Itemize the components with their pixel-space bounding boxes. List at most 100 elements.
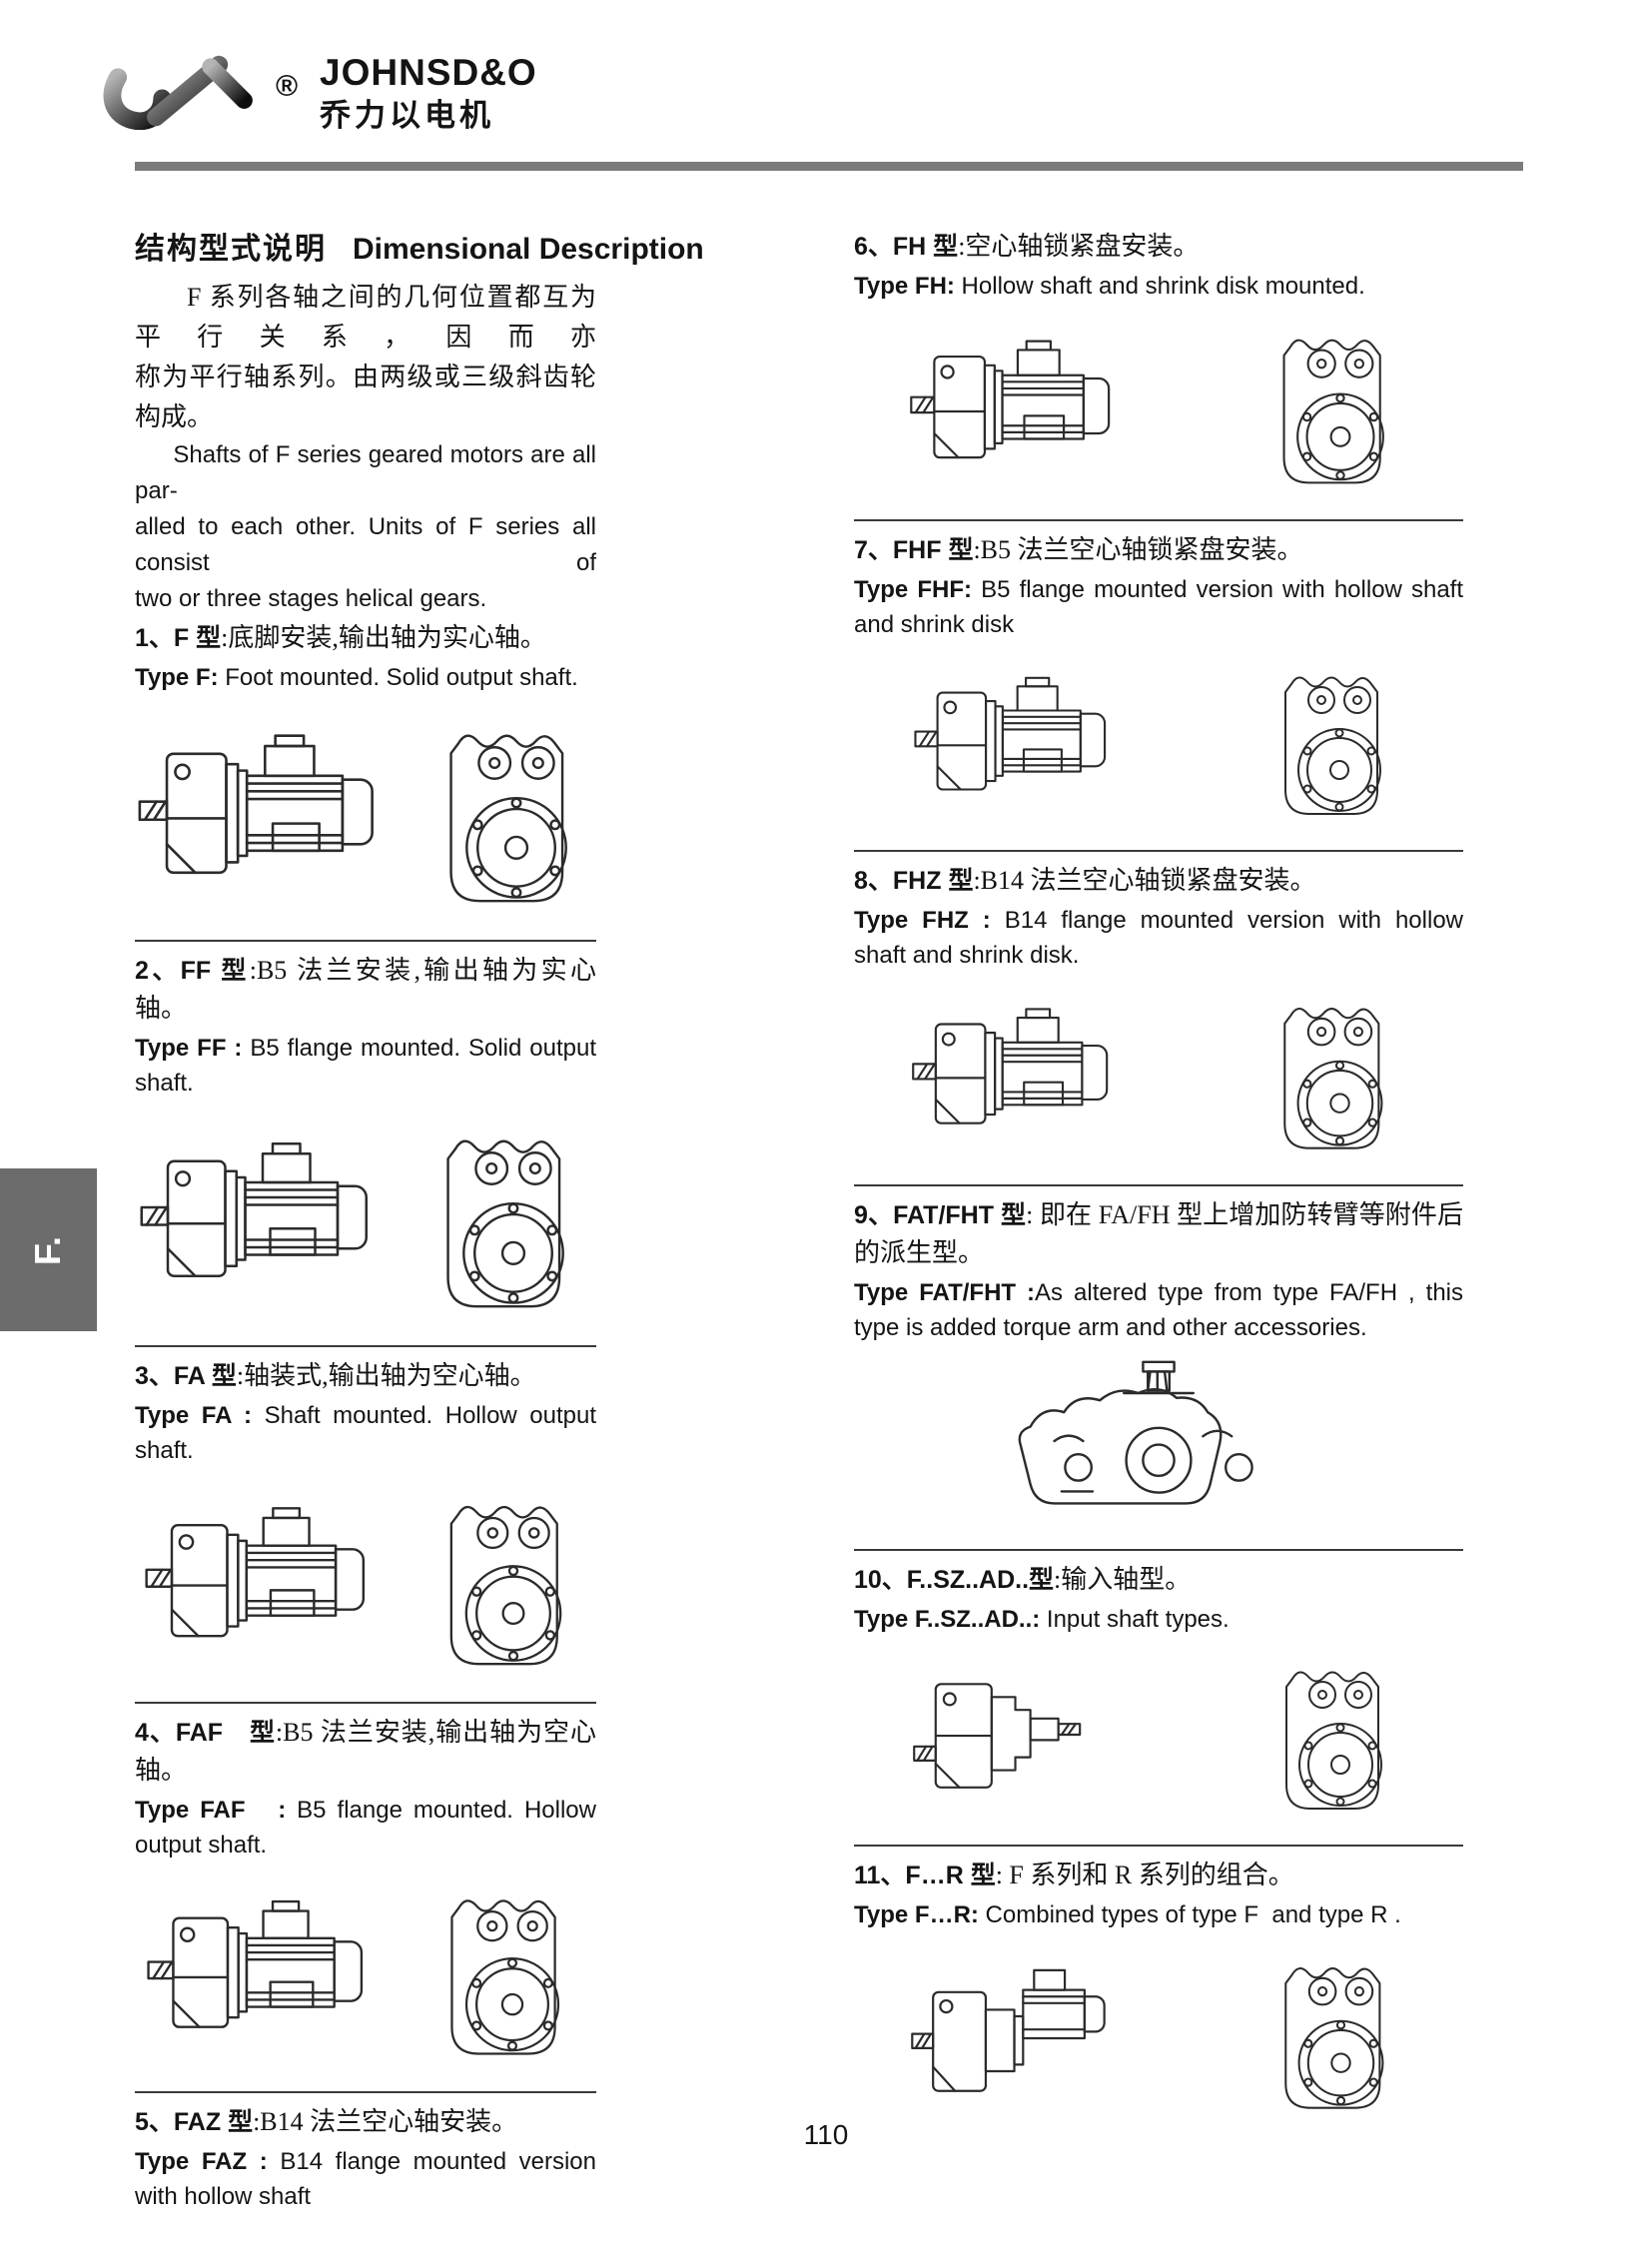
section-heading-cn: 9、FAT/FHT 型: 即在 FA/FH 型上增加防转臂等附件后的派生型。	[854, 1196, 1463, 1272]
page-title-chinese: 结构型式说明	[135, 233, 327, 266]
section-desc-en: B5 flange mounted. Solid output shaft.	[135, 1035, 603, 1097]
intro-paragraph-cn-line2: 称为平行轴系列。由两级或三级斜齿轮构成。	[135, 363, 596, 431]
section-label-en: Type FH:	[854, 273, 955, 300]
section-desc-cn: :B5 法兰安装,输出轴为空心轴。	[135, 1718, 596, 1785]
section-label-en: Type FAF :	[135, 1797, 287, 1824]
type-faf-side-view-drawing	[147, 1899, 363, 2028]
right-column: 6、FH 型:空心轴锁紧盘安装。 Type FH: Hollow shaft a…	[854, 226, 1463, 2128]
section-desc-en: Hollow shaft and shrink disk mounted.	[954, 273, 1365, 300]
section-heading-cn: 6、FH 型:空心轴锁紧盘安装。	[854, 228, 1463, 266]
section-divider	[135, 1702, 596, 1704]
type-fh-side-view-drawing	[910, 340, 1111, 458]
intro-paragraph-en-line2: alled to each other. Units of F series a…	[135, 513, 596, 576]
section-label-en: Type F..SZ..AD..:	[854, 1606, 1041, 1633]
section-desc-en: B14 flange mounted version with hollow s…	[135, 2148, 603, 2210]
section-heading-en: Type FH: Hollow shaft and shrink disk mo…	[854, 269, 1463, 304]
registered-trademark-icon: ®	[276, 70, 299, 103]
section-heading-en: Type FAF : B5 flange mounted. Hollow out…	[135, 1793, 596, 1863]
type-fhz-side-view-drawing	[912, 1008, 1109, 1124]
intro-paragraph-en-line1: Shafts of F series geared motors are all…	[135, 441, 596, 504]
type-f-r-front-view-drawing	[1284, 1967, 1384, 2109]
section-heading-cn: 8、FHZ 型:B14 法兰空心轴锁紧盘安装。	[854, 862, 1463, 900]
section-type-fat-fht: 9、FAT/FHT 型: 即在 FA/FH 型上增加防转臂等附件后的派生型。 T…	[854, 1196, 1463, 1533]
section-heading-en: Type FF : B5 flange mounted. Solid outpu…	[135, 1031, 596, 1101]
section-label-cn: 3、FA 型	[135, 1362, 237, 1390]
section-label-cn: 8、FHZ 型	[854, 867, 974, 895]
section-desc-en: B14 flange mounted version with hollow s…	[854, 907, 1470, 969]
section-heading-cn: 3、FA 型:轴装式,输出轴为空心轴。	[135, 1357, 596, 1395]
section-heading-en: Type F…R: Combined types of type F and t…	[854, 1897, 1463, 1932]
section-heading-en: Type F..SZ..AD..: Input shaft types.	[854, 1602, 1463, 1637]
section-desc-cn: : 即在 FA/FH 型上增加防转臂等附件后的派生型。	[854, 1200, 1463, 1267]
type-ff-front-view-drawing	[446, 1139, 564, 1308]
brand-name-chinese: 乔力以电机	[320, 98, 494, 133]
section-heading-en: Type F: Foot mounted. Solid output shaft…	[135, 660, 596, 695]
section-desc-cn: : F 系列和 R 系列的组合。	[995, 1861, 1294, 1889]
section-label-cn: 4、FAF 型	[135, 1719, 276, 1747]
section-label-en: Type FAT/FHT :	[854, 1279, 1036, 1306]
section-label-en: Type FF :	[135, 1035, 243, 1062]
section-divider	[135, 1345, 596, 1347]
section-type-f: 1、F 型:底脚安装,输出轴为实心轴。 Type F: Foot mounted…	[135, 619, 596, 924]
type-faf-drawings	[135, 1863, 596, 2075]
section-heading-cn: 5、FAZ 型:B14 法兰空心轴安装。	[135, 2103, 596, 2141]
section-heading-en: Type FA : Shaft mounted. Hollow output s…	[135, 1398, 596, 1468]
section-heading-en: Type FAZ : B14 flange mounted version wi…	[135, 2144, 596, 2214]
type-fa-drawings	[135, 1468, 596, 1686]
section-desc-cn: :B5 法兰空心轴锁紧盘安装。	[973, 535, 1303, 564]
type-f-r-combined-drawing	[911, 1968, 1106, 2092]
type-fhf-front-view-drawing	[1283, 676, 1381, 815]
section-type-faz: 5、FAZ 型:B14 法兰空心轴安装。 Type FAZ : B14 flan…	[135, 2103, 596, 2241]
type-faz-drawings	[135, 2214, 596, 2241]
section-type-fh: 6、FH 型:空心轴锁紧盘安装。 Type FH: Hollow shaft a…	[854, 228, 1463, 503]
type-fa-side-view-drawing	[144, 1506, 365, 1637]
section-heading-en: Type FHF: B5 flange mounted version with…	[854, 572, 1463, 642]
section-label-en: Type F…R:	[854, 1901, 979, 1928]
type-fh-drawings	[854, 304, 1463, 503]
header-divider	[135, 162, 1523, 171]
section-desc-cn: :B14 法兰空心轴锁紧盘安装。	[973, 866, 1316, 895]
section-desc-en: As altered type from type FA/FH , this t…	[854, 1279, 1470, 1341]
type-fh-front-view-drawing	[1282, 339, 1384, 484]
type-fsz-ad-input-shaft-drawing	[913, 1683, 1082, 1789]
section-type-fsz-ad: 10、F..SZ..AD..型:输入轴型。 Type F..SZ..AD..: …	[854, 1561, 1463, 1829]
section-type-fhz: 8、FHZ 型:B14 法兰空心轴锁紧盘安装。 Type FHZ : B14 f…	[854, 862, 1463, 1168]
section-desc-cn: :输入轴型。	[1054, 1565, 1192, 1594]
type-faf-front-view-drawing	[450, 1899, 560, 2055]
section-divider	[854, 850, 1463, 852]
type-fhf-drawings	[854, 642, 1463, 834]
type-fhf-side-view-drawing	[914, 676, 1107, 791]
section-heading-cn: 10、F..SZ..AD..型:输入轴型。	[854, 1561, 1463, 1599]
section-desc-en: B5 flange mounted. Hollow output shaft.	[135, 1797, 603, 1859]
section-desc-en: Input shaft types.	[1040, 1606, 1230, 1633]
section-label-cn: 5、FAZ 型	[135, 2108, 254, 2136]
type-fsz-ad-drawings	[854, 1637, 1463, 1829]
type-ff-side-view-drawing	[140, 1141, 368, 1277]
series-side-tab-label: F.	[27, 1234, 69, 1265]
series-side-tab: F.	[0, 1168, 97, 1331]
section-type-ff: 2、FF 型:B5 法兰安装,输出轴为实心轴。 Type FF : B5 fla…	[135, 952, 596, 1329]
type-fhz-drawings	[854, 973, 1463, 1168]
brand-name-english: JOHNSD&O	[320, 52, 537, 93]
type-ff-drawings	[135, 1101, 596, 1329]
section-desc-en: Combined types of type F and type R .	[978, 1901, 1401, 1928]
section-label-cn: 6、FH 型	[854, 233, 959, 261]
section-label-en: Type FHF:	[854, 576, 972, 603]
page-number: 110	[803, 2119, 849, 2150]
section-heading-en: Type FAT/FHT :As altered type from type …	[854, 1275, 1463, 1345]
section-heading-cn: 1、F 型:底脚安装,输出轴为实心轴。	[135, 619, 596, 657]
section-divider	[135, 2091, 596, 2093]
type-fsz-ad-front-view-drawing	[1285, 1671, 1382, 1810]
type-fat-fht-torque-arm-drawing	[1018, 1360, 1253, 1505]
section-label-en: Type FHZ :	[854, 907, 991, 934]
intro-paragraph-en-line3: two or three stages helical gears.	[135, 585, 487, 612]
section-desc-cn: :B14 法兰空心轴安装。	[253, 2107, 518, 2136]
section-desc-cn: :底脚安装,输出轴为实心轴。	[221, 623, 546, 652]
type-fa-front-view-drawing	[449, 1505, 561, 1666]
section-divider	[854, 519, 1463, 521]
type-faz-front-view-drawing	[434, 2226, 594, 2241]
type-f-r-drawings	[854, 1932, 1463, 2128]
type-f-side-view-drawing	[138, 733, 374, 874]
